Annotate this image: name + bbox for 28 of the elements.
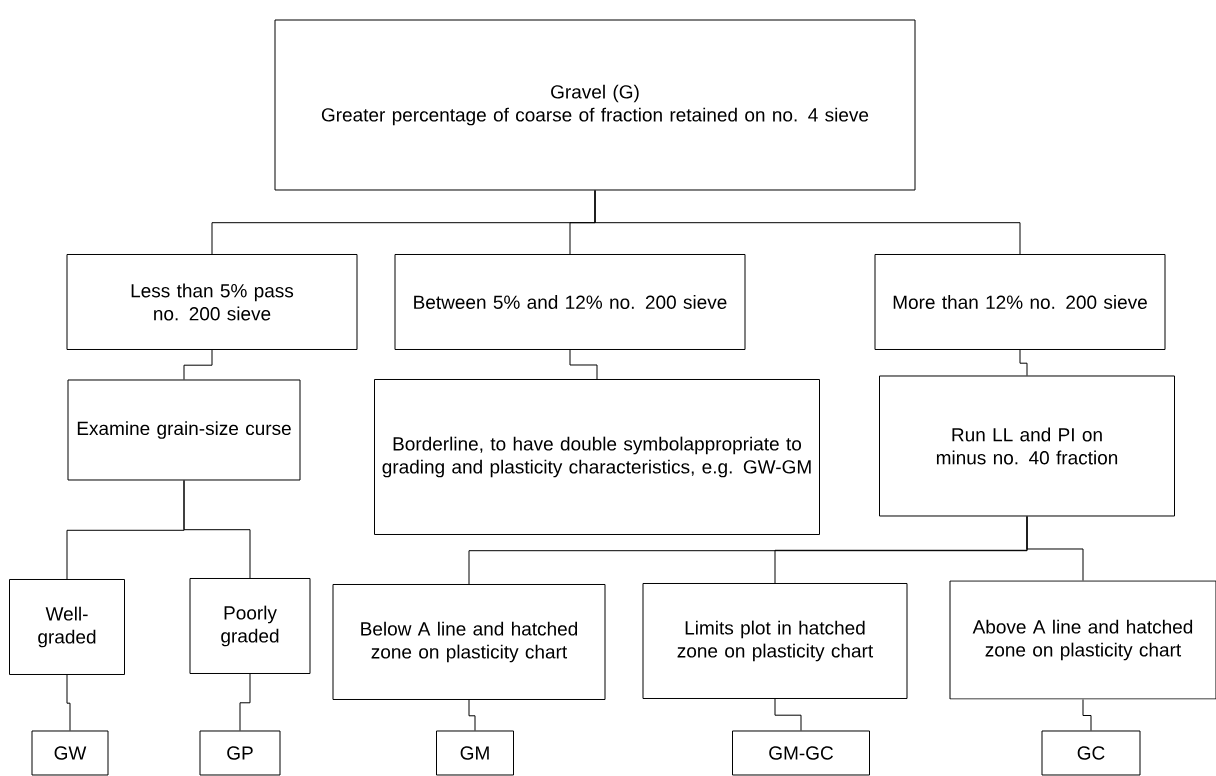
connector-line [468,699,476,731]
decision-box: Between 5% and 12% no. 200 sieve [394,254,746,350]
connector-line [594,190,1021,255]
decision-box: More than 12% no. 200 sieve [874,254,1166,350]
connector-line [1019,349,1028,376]
connector-line [183,480,251,579]
result-box: GW [31,730,109,776]
result-box: GC [1041,730,1141,776]
process-box: Below A line and hatched zone on plasticity chart [332,584,606,700]
result-box: GM [436,730,514,776]
connector-line [239,673,251,731]
connector-line [569,349,598,380]
process-box: Above A line and hatched zone on plasticity chart [949,580,1216,700]
process-box: Run LL and PI on minus no. 40 fraction [879,375,1175,517]
process-box: Limits plot in hatched zone on plasticity chart [642,583,908,699]
connector-line [1082,699,1092,731]
process-box: Well-graded [9,579,125,675]
decision-box: Less than 5% pass no. 200 sieve [66,254,358,350]
result-box: GP [199,730,281,776]
connector-line [183,349,213,380]
connector-line [774,698,802,731]
result-box: GM-GC [732,730,870,776]
process-box: Poorly graded [189,578,311,674]
decision-box: Gravel (G) Greater percentage of coarse of fraction retained on no. 4 sieve [274,19,916,191]
process-box: Examine grain-size curse [67,379,301,481]
connector-line [66,674,71,731]
process-box: Borderline, to have double symbolappropriate to grading and plasticity characteristics, e.g. GW-GM [374,379,820,535]
connector-line [1026,516,1084,581]
